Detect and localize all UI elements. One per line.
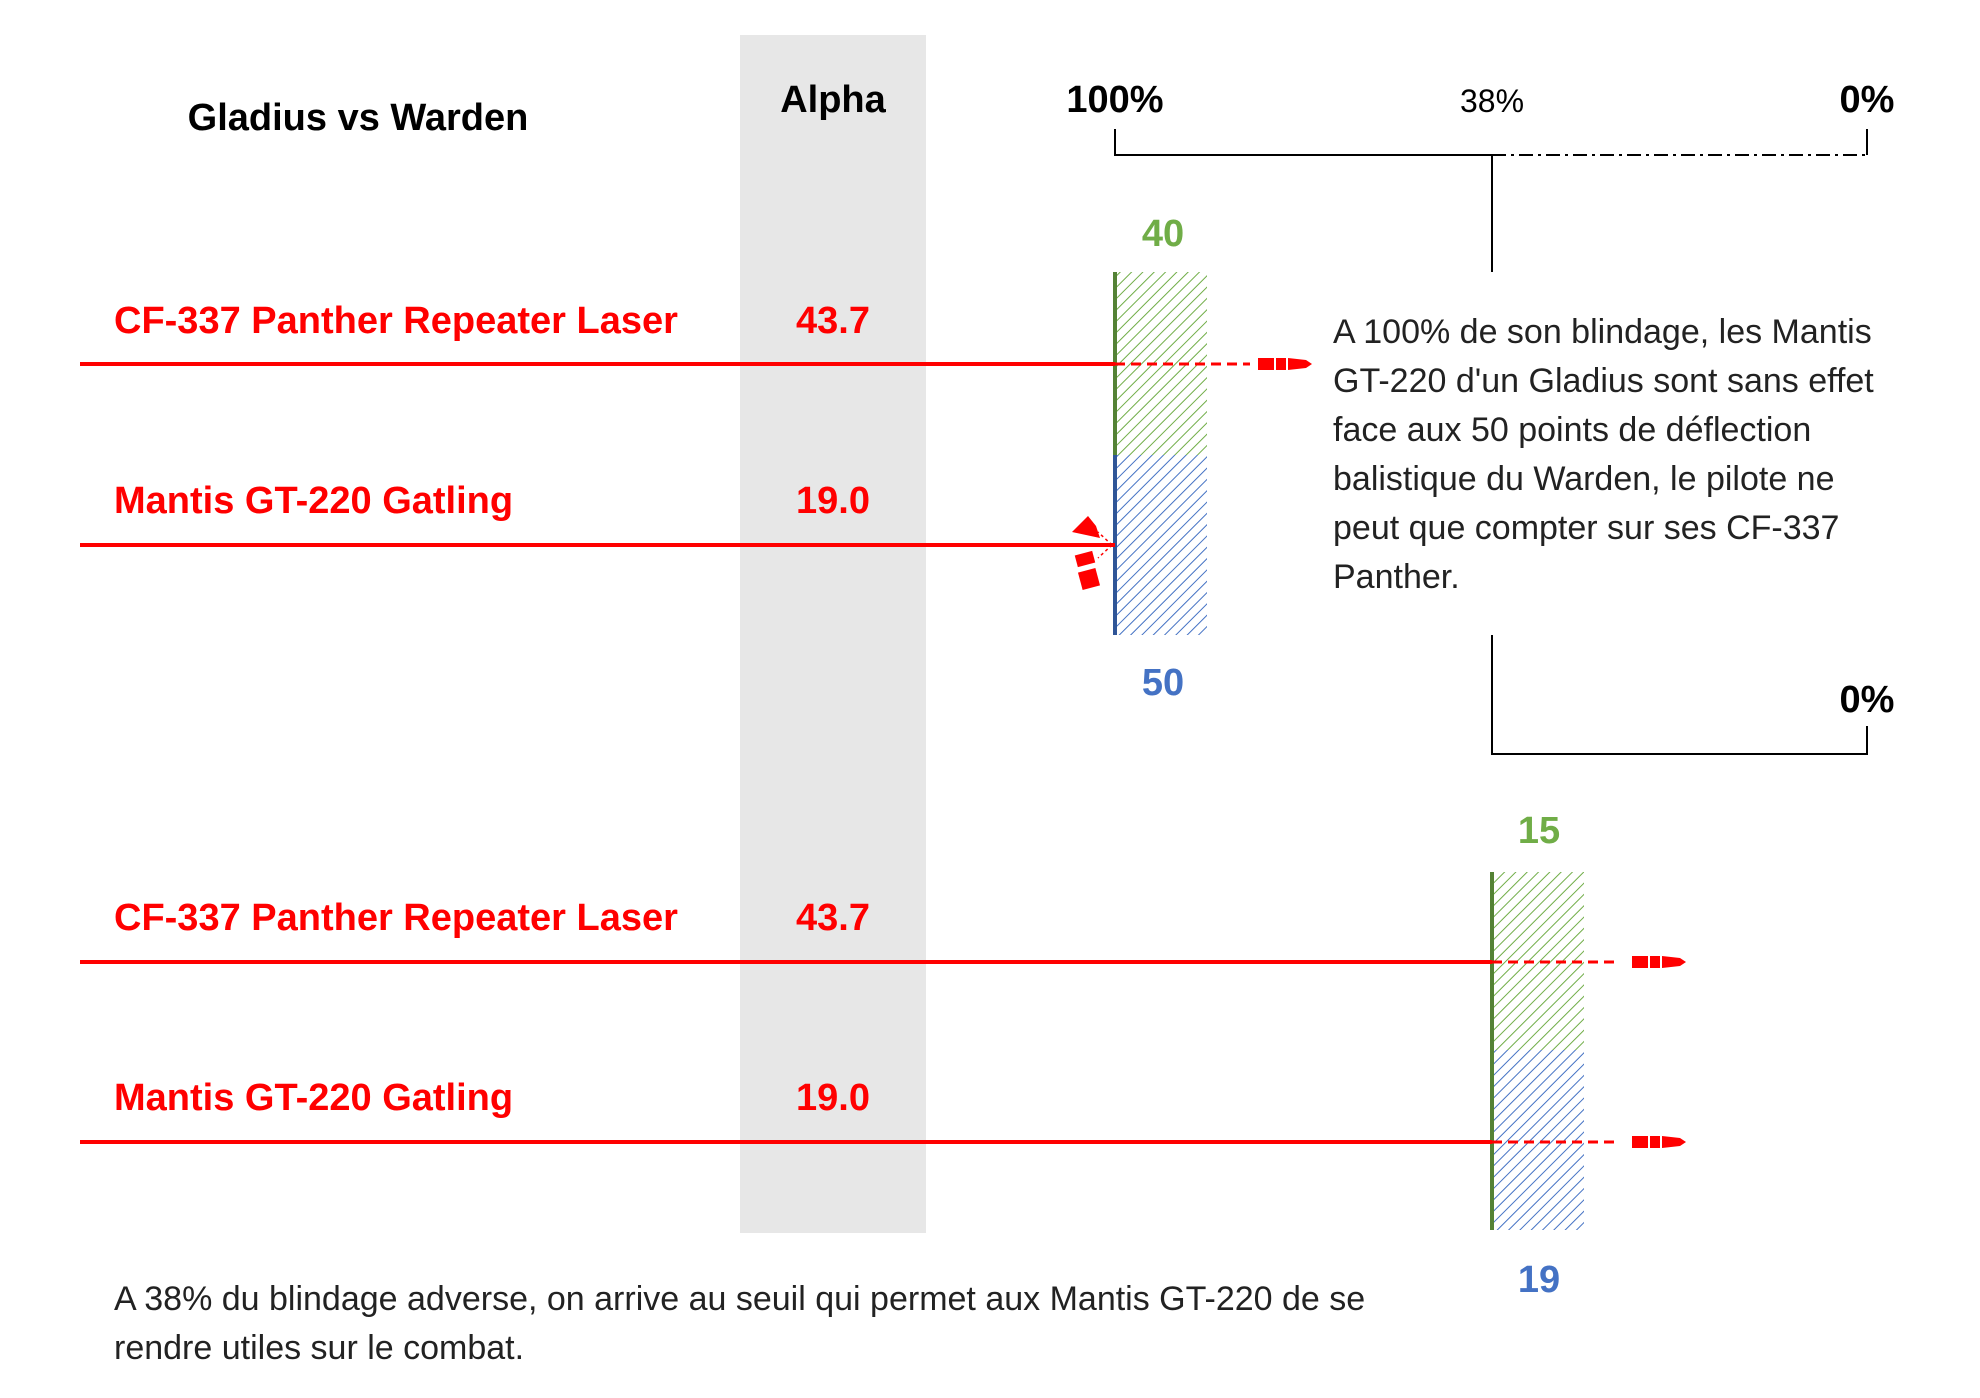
annotation-38-armor: A 38% du blindage adverse, on arrive au … [114, 1280, 1366, 1367]
energy-deflection-bar-38 [1492, 872, 1584, 1050]
weapon-name: Mantis GT-220 Gatling [114, 1077, 513, 1119]
diagram-title: Gladius vs Warden [188, 97, 529, 139]
energy-deflection-value-full: 40 [1142, 213, 1184, 255]
armor-scale-bracket [1114, 129, 1868, 755]
ballistic-deflection-value-full: 50 [1142, 662, 1184, 704]
projectile-icon [1632, 956, 1686, 968]
projectile-icon [1258, 358, 1312, 370]
scale-end-lower-label: 0% [1840, 679, 1895, 721]
weapon-name: Mantis GT-220 Gatling [114, 480, 513, 522]
energy-deflection-value-38: 15 [1518, 810, 1560, 852]
energy-deflection-bar-full [1115, 272, 1207, 455]
scale-start-label: 100% [1066, 79, 1163, 121]
projectile-icon [1632, 1136, 1686, 1148]
scale-end-label: 0% [1840, 79, 1895, 121]
scale-mid-label: 38% [1460, 83, 1524, 119]
weapon-alpha: 19.0 [796, 1077, 870, 1119]
ballistic-deflection-bar-full [1115, 455, 1207, 635]
alpha-header: Alpha [780, 79, 886, 121]
ballistic-deflection-bar-38 [1492, 1050, 1584, 1230]
weapon-alpha: 19.0 [796, 480, 870, 522]
weapon-name: CF-337 Panther Repeater Laser [114, 897, 678, 939]
alpha-column-band [740, 35, 926, 1233]
deflected-projectile-icon [1072, 516, 1113, 591]
weapon-name: CF-337 Panther Repeater Laser [114, 300, 678, 342]
weapon-alpha: 43.7 [796, 300, 870, 342]
annotation-full-armor: A 100% de son blindage, les Mantis GT-22… [1333, 313, 1874, 596]
weapon-alpha: 43.7 [796, 897, 870, 939]
ballistic-deflection-value-38: 19 [1518, 1259, 1560, 1301]
